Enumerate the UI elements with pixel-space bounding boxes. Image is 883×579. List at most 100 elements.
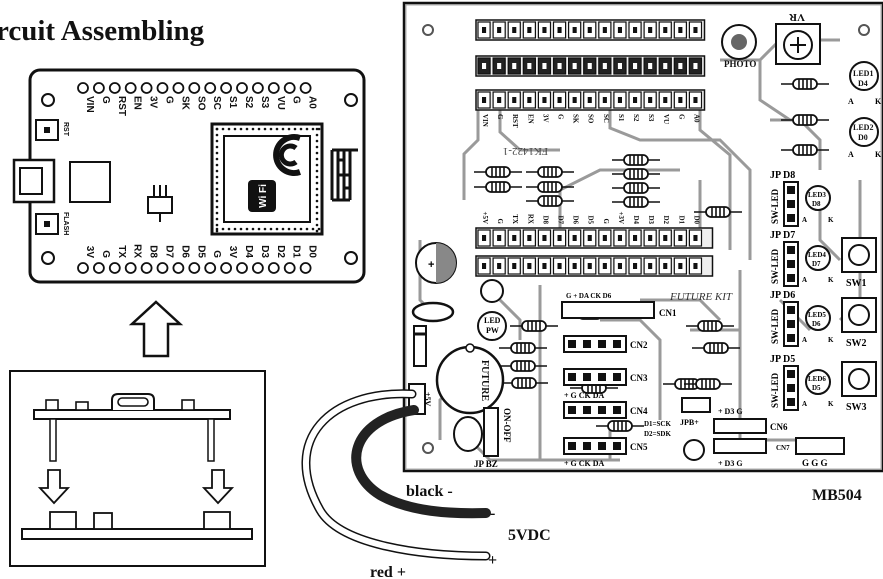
socket-pin-hole <box>693 63 698 69</box>
socket-pin-hole <box>527 27 532 33</box>
nodemcu-top-pin-label: EN <box>132 96 143 110</box>
nodemcu-bottom-pin-label: 3V <box>227 246 238 259</box>
nodemcu-pin <box>188 82 201 94</box>
socket-pin-hole <box>527 97 532 103</box>
shield-dot <box>287 127 291 131</box>
nodemcu-pin <box>236 82 248 94</box>
connector-label: CN3 <box>630 373 648 383</box>
mid-header-pin-label: D7 <box>557 215 565 224</box>
switch-label: SW3 <box>846 402 867 413</box>
nodemcu-bottom-pin-label: D4 <box>243 245 254 258</box>
nodemcu-pin <box>108 82 121 94</box>
connector-pin <box>613 373 621 381</box>
shield-dot <box>215 157 219 161</box>
shield-dot <box>245 127 249 131</box>
led-sub-label: D8 <box>812 200 821 208</box>
shield-dot <box>281 227 285 231</box>
nodemcu-pin <box>140 262 153 274</box>
led-pw-label: LED <box>484 316 501 325</box>
shield-dot <box>221 127 225 131</box>
socket-pin-hole <box>542 27 547 33</box>
shield-dot <box>315 223 319 227</box>
led2-k: K <box>875 150 882 159</box>
resistor-body <box>521 320 547 332</box>
led-cathode-label: K <box>828 336 834 344</box>
shield-dot <box>215 205 219 209</box>
socket-pin-hole <box>512 235 517 241</box>
socket-pin-hole <box>678 97 683 103</box>
shield-dot <box>315 181 319 185</box>
shield-dot <box>215 133 219 137</box>
socket-pin-hole <box>617 235 622 241</box>
brand-label: FUTURE KIT <box>669 291 733 303</box>
variable-resistor: VR <box>775 11 821 65</box>
nodemcu-top-pin-label: VU <box>275 96 286 110</box>
socket-pin-hole <box>497 27 502 33</box>
socket-pin-hole <box>663 27 668 33</box>
jumper-pin <box>787 246 795 254</box>
top-header-pin-label: G <box>557 114 565 120</box>
shield-dot <box>215 223 219 227</box>
top-header-pin-label: SO <box>587 114 595 124</box>
shield-dot <box>233 127 237 131</box>
flash-button-label: FLASH <box>62 212 69 235</box>
led-sub-label: D5 <box>812 384 821 392</box>
shield-dot <box>251 227 255 231</box>
resistor-body <box>537 166 563 178</box>
shield-dot <box>257 227 261 231</box>
cn6-label: CN6 <box>770 422 788 432</box>
switch-label: SW2 <box>846 338 867 349</box>
socket-pin-hole <box>512 263 517 269</box>
socket-pin-hole <box>663 235 668 241</box>
socket-pin-hole <box>542 97 547 103</box>
socket-pin-hole <box>678 263 683 269</box>
led-anode-label: A <box>802 400 807 408</box>
nodemcu-bottom-pin-label: RX <box>132 244 143 258</box>
top-header-pin-label: S2 <box>632 114 640 122</box>
nodemcu-pin <box>140 82 153 94</box>
resistor-body <box>705 206 731 218</box>
connector-label: CN2 <box>630 340 648 350</box>
led-pw-sub: PW <box>486 326 499 335</box>
wifi-badge: Wi Fi <box>248 180 276 212</box>
mid-header-pin-label: TX <box>511 214 519 224</box>
antenna-icon <box>330 148 358 202</box>
socket-pin-hole <box>482 97 487 103</box>
socket-pin-hole <box>572 263 577 269</box>
nodemcu-pin <box>108 262 121 274</box>
nodemcu-pin <box>283 82 296 94</box>
shield-dot <box>315 139 319 143</box>
nodemcu-top-pin-label: A0 <box>307 96 318 109</box>
mid-header-pin-label: G <box>496 219 504 225</box>
nodemcu-pin <box>188 262 201 274</box>
jpb-label: JPB+ <box>680 418 699 427</box>
resistor-body <box>485 166 511 178</box>
nodemcu-pin <box>204 262 217 274</box>
shield-dot <box>299 227 303 231</box>
nodemcu-top-pin-label: SO <box>195 96 206 111</box>
nodemcu-pin <box>124 262 137 274</box>
nodemcu-bottom-pin-label: TX <box>116 245 127 258</box>
socket-pin-hole <box>497 235 502 241</box>
top-header-pin-label: RST <box>511 114 519 128</box>
socket-pin-hole <box>482 263 487 269</box>
top-header-pin-label: G <box>496 114 504 120</box>
connector-pins-label: + G CK DA <box>564 459 605 468</box>
resistor-body <box>511 377 537 389</box>
top-header-pin-label: 3V <box>541 114 549 123</box>
shield-dot <box>299 127 303 131</box>
shield-dot <box>315 217 319 221</box>
down-arrow-left-icon <box>37 469 71 505</box>
socket-pin-hole <box>678 235 683 241</box>
socket-pin-hole <box>497 63 502 69</box>
nodemcu-bottom-pin-label: D3 <box>259 245 270 258</box>
socket-pin-hole <box>527 63 532 69</box>
socket-pin-hole <box>542 63 547 69</box>
connector-pin <box>583 406 591 414</box>
switch-button-icon <box>848 368 870 390</box>
led-cathode-label: K <box>828 276 834 284</box>
resistor-body <box>703 342 729 354</box>
